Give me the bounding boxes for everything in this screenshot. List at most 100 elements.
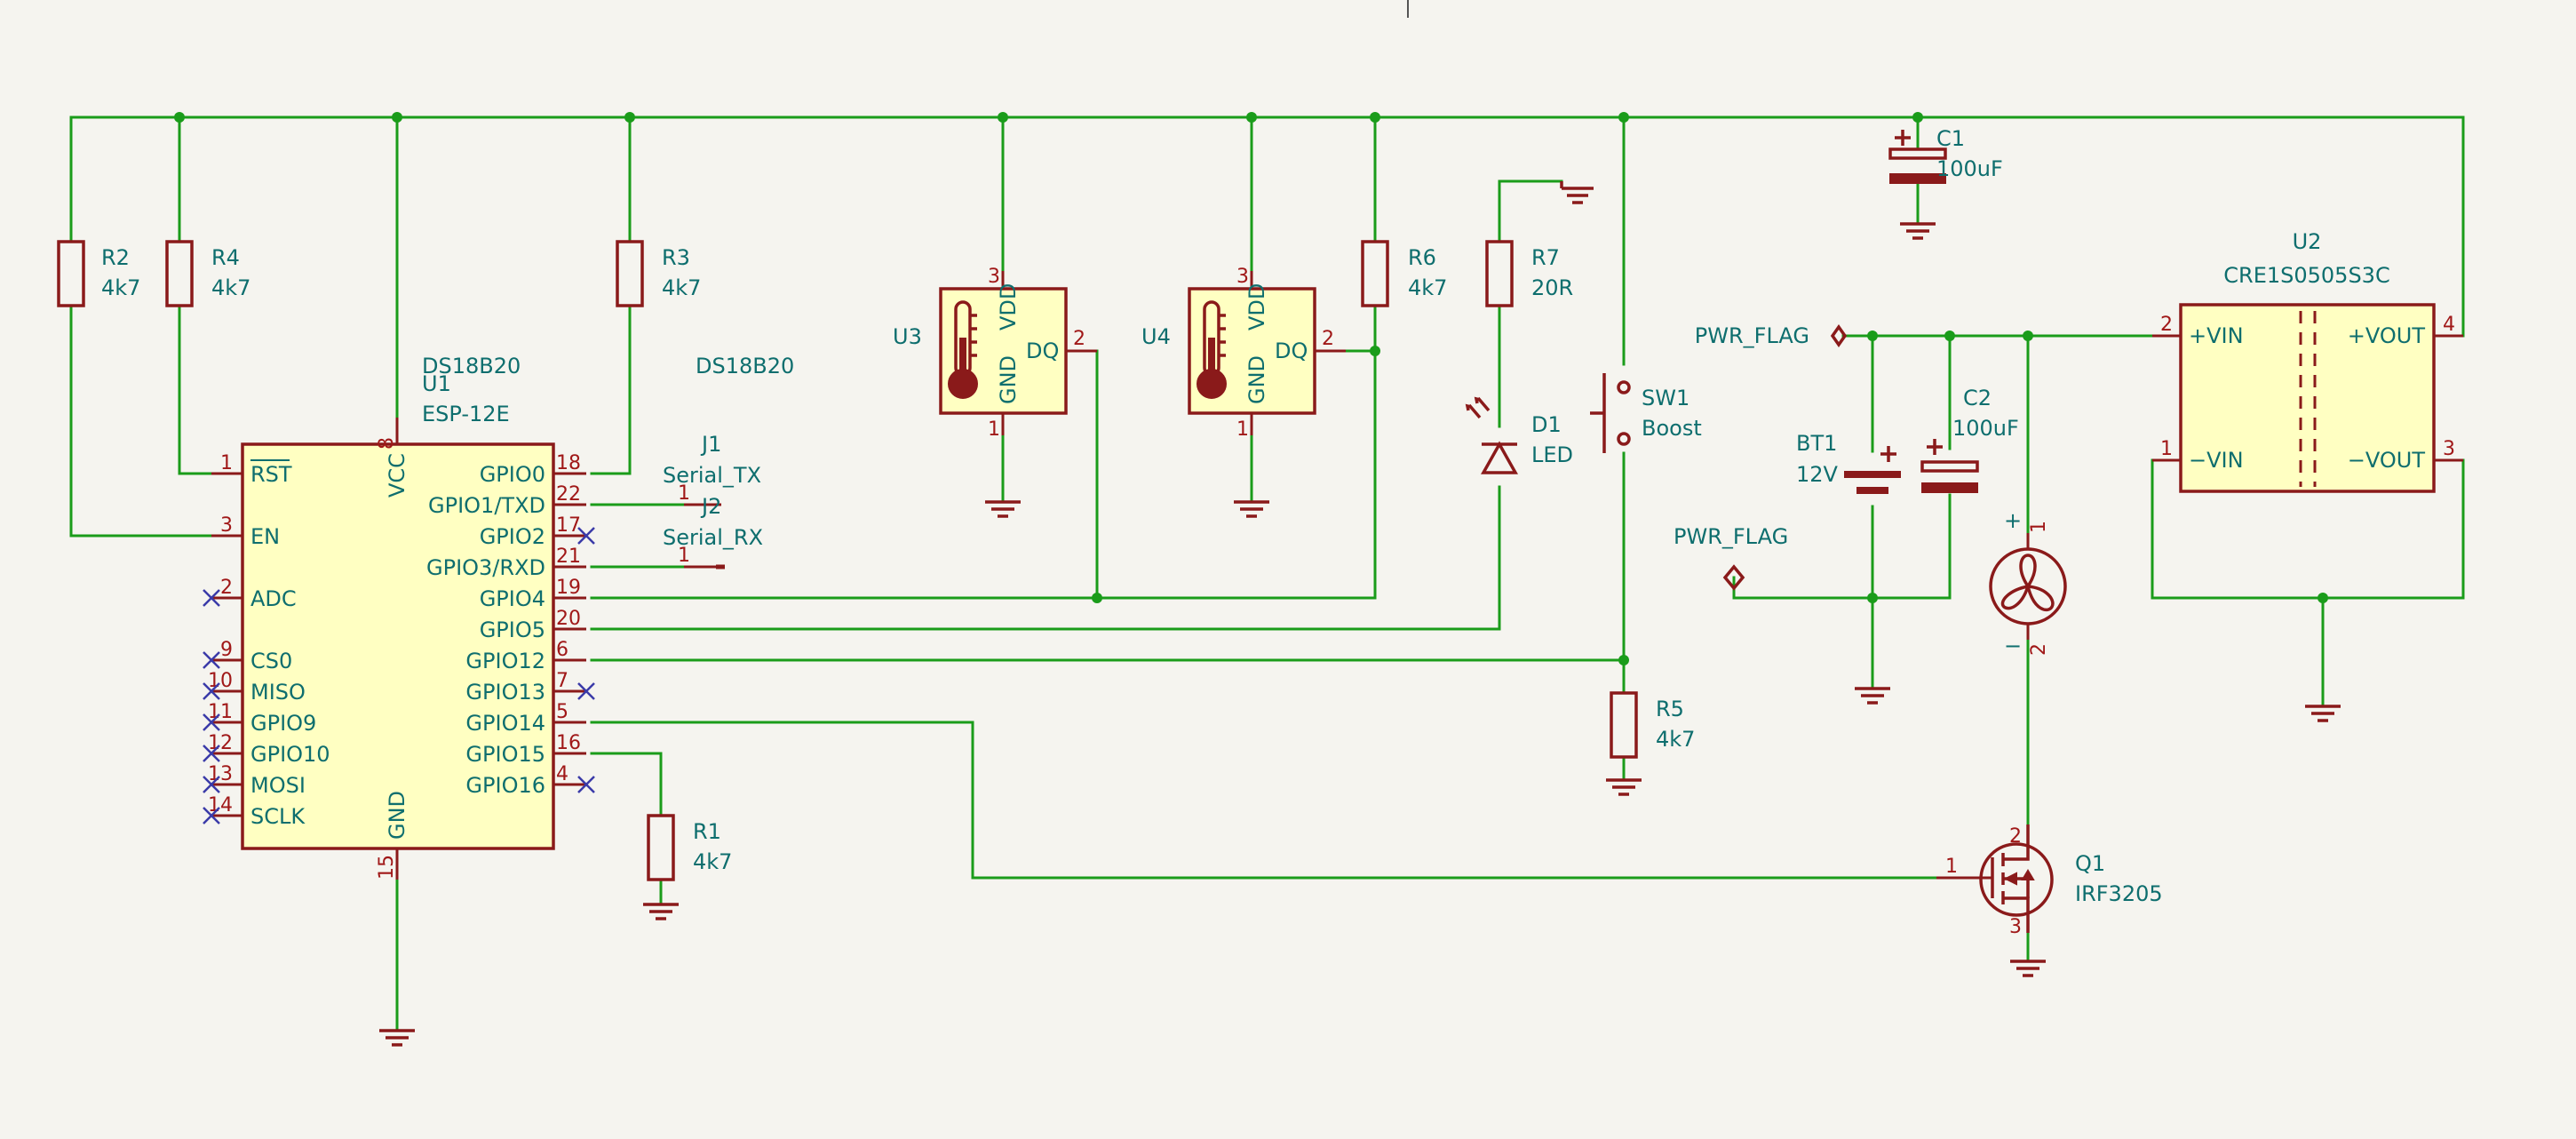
u1-pin-gpio3: GPIO3/RXD <box>426 555 545 580</box>
ground-icon <box>1900 222 1936 240</box>
ground-icon <box>1855 687 1890 705</box>
mosfet-q1[interactable]: 1 2 3 Q1 IRF3205 <box>1936 824 2163 938</box>
u1-pin-num-gpio15: 16 <box>556 732 581 754</box>
u1-pin-gpio16: GPIO16 <box>465 773 545 798</box>
r7-value: 20R <box>1531 275 1573 300</box>
pwr-flag-2-label: PWR_FLAG <box>1674 524 1788 549</box>
ground-symbols <box>379 181 2341 1047</box>
u3-pin-gnd: GND <box>996 355 1021 404</box>
power-flag-2[interactable]: PWR_FLAG <box>1674 524 1788 591</box>
u1-pin-num-mosi: 13 <box>208 763 233 785</box>
ground-icon <box>643 903 679 920</box>
battery-bt1[interactable]: BT1 12V <box>1796 431 1901 494</box>
u2-pin-num-4: 4 <box>2443 314 2455 336</box>
resistor-r5[interactable]: R5 4k7 <box>1610 691 1695 759</box>
resistor-r2[interactable]: R2 4k7 <box>57 240 140 307</box>
u4-pin-gnd: GND <box>1244 355 1269 404</box>
u2-ref: U2 <box>2293 229 2322 254</box>
resistor-r3[interactable]: R3 4k7 <box>616 240 701 307</box>
capacitor-c2[interactable]: C2 100uF <box>1920 386 2019 493</box>
c2-ref: C2 <box>1963 386 1992 410</box>
u1-right-pins: 18 22 17 21 19 20 6 7 5 16 4 GPIO0 GPIO1… <box>426 452 586 798</box>
j2-pin: 1 <box>678 545 690 567</box>
u1-ref: U1 <box>422 371 451 396</box>
u1-pin-miso: MISO <box>250 680 306 705</box>
c2-value: 100uF <box>1952 416 2019 441</box>
u2-pin-num-1: 1 <box>2160 438 2173 460</box>
connector-j2[interactable]: J2 Serial_RX 1 <box>663 494 763 570</box>
u1-pin-num-gpio16: 4 <box>556 763 568 785</box>
u1-pin-num-gpio14: 5 <box>556 701 568 723</box>
u4-pin-num-vdd: 3 <box>1236 266 1249 288</box>
u1-pin-num-gpio4: 19 <box>556 577 581 599</box>
resistor-r7[interactable]: R7 20R <box>1485 240 1573 307</box>
u1-pin-gpio1: GPIO1/TXD <box>428 493 545 518</box>
u1-pin-num-gpio2: 17 <box>556 514 581 537</box>
resistor-r4[interactable]: R4 4k7 <box>165 240 250 307</box>
j1-ref: J1 <box>700 432 721 457</box>
r6-value: 4k7 <box>1408 275 1447 300</box>
ground-icon <box>1606 778 1642 796</box>
ground-icon <box>985 500 1021 518</box>
q1-pin-num-s: 3 <box>2009 916 2022 938</box>
u1-pin-num-vcc: 8 <box>376 437 398 450</box>
r4-ref: R4 <box>211 245 240 270</box>
r1-ref: R1 <box>693 819 721 844</box>
pwr-flag-1-label: PWR_FLAG <box>1695 323 1809 348</box>
u4-pin-vdd: VDD <box>1244 283 1269 331</box>
power-flag-1[interactable]: PWR_FLAG <box>1695 323 1848 348</box>
ic-u1[interactable]: DS18B20 U1 ESP-12E 1 3 2 9 10 11 12 13 1… <box>208 354 586 880</box>
r3-ref: R3 <box>662 245 690 270</box>
u1-extra-label: DS18B20 <box>422 354 521 378</box>
j1-pin: 1 <box>678 482 690 505</box>
converter-u2[interactable]: U2 CRE1S0505S3C +VIN −VIN +VOUT −VOUT 2 … <box>2152 229 2463 493</box>
u1-pin-gpio12: GPIO12 <box>465 649 545 673</box>
q1-ref: Q1 <box>2075 851 2105 876</box>
ground-icon <box>1234 500 1269 518</box>
u1-pin-num-gpio5: 20 <box>556 608 581 630</box>
fan-pin-num-2: 2 <box>2028 643 2050 656</box>
u3-pin-vdd: VDD <box>996 283 1021 331</box>
resistor-r1[interactable]: R1 4k7 <box>647 814 732 881</box>
u3-pin-num-dq: 2 <box>1073 328 1085 350</box>
u2-pin-vout-n: −VOUT <box>2348 448 2426 473</box>
u1-pin-gpio4: GPIO4 <box>480 586 545 611</box>
u1-pin-gpio0: GPIO0 <box>480 462 545 487</box>
u1-pin-num-cs0: 9 <box>220 639 233 661</box>
u1-pin-rst: RST <box>250 462 292 487</box>
thermometer-icon <box>948 300 978 399</box>
u1-pin-gpio2: GPIO2 <box>480 524 545 549</box>
ground-icon <box>2305 705 2341 722</box>
d1-ref: D1 <box>1531 412 1562 437</box>
u2-pin-num-3: 3 <box>2443 438 2455 460</box>
switch-sw1[interactable]: SW1 Boost <box>1590 373 1702 453</box>
q1-pin-num-g: 1 <box>1945 856 1958 878</box>
u1-pin-num-gpio10: 12 <box>208 732 233 754</box>
fan-pin-num-1: 1 <box>2028 521 2050 533</box>
r2-value: 4k7 <box>101 275 140 300</box>
led-d1[interactable]: D1 LED <box>1465 396 1573 474</box>
sw1-value: Boost <box>1642 416 1702 441</box>
r6-ref: R6 <box>1408 245 1436 270</box>
wires <box>69 115 2465 1032</box>
u1-pin-cs0: CS0 <box>250 649 292 673</box>
u2-pin-vout-p: +VOUT <box>2348 323 2426 348</box>
capacitor-c1[interactable]: C1 100uF <box>1888 126 2003 184</box>
fan-motor[interactable]: + − 1 2 <box>1989 508 2067 658</box>
sensor-u4[interactable]: U4 VDD GND DQ 3 1 2 <box>1141 266 1346 441</box>
resistor-r6[interactable]: R6 4k7 <box>1361 240 1447 307</box>
u1-pin-gnd: GND <box>385 791 409 840</box>
u1-left-pins: 1 3 2 9 10 11 12 13 14 RST EN ADC CS0 MI… <box>208 452 330 829</box>
bt1-value: 12V <box>1796 462 1839 487</box>
c1-ref: C1 <box>1936 126 1965 151</box>
u1-pin-gpio10: GPIO10 <box>250 742 330 767</box>
sw1-ref: SW1 <box>1642 386 1690 410</box>
junctions <box>174 112 2328 665</box>
connector-j1[interactable]: J1 Serial_TX 1 <box>663 432 761 506</box>
u1-pin-en: EN <box>250 524 280 549</box>
u1-pin-num-rst: 1 <box>220 452 233 474</box>
u2-pin-vin-p: +VIN <box>2189 323 2244 348</box>
u1-pin-num-gpio0: 18 <box>556 452 581 474</box>
sensor-u3[interactable]: U3 VDD GND DQ 3 1 2 <box>893 266 1097 441</box>
u2-value: CRE1S0505S3C <box>2223 263 2389 288</box>
